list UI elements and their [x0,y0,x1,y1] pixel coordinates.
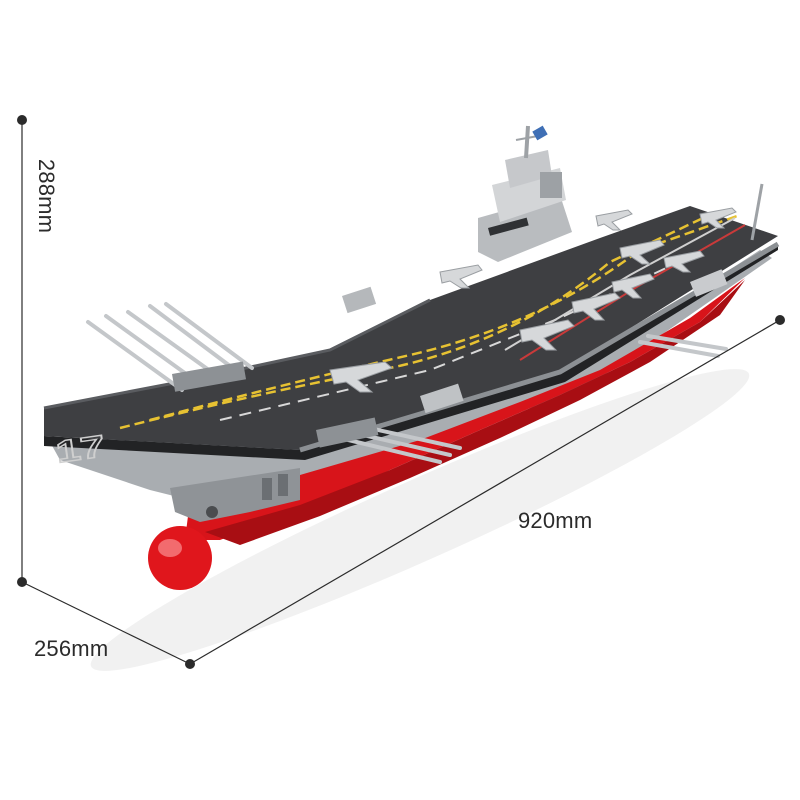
stbd-barrel-1 [338,436,442,464]
jet-2 [519,319,575,351]
gun-barrel-5 [164,302,254,370]
hull-red [185,278,745,540]
length-label: 920mm [518,508,593,533]
stbd-mount-base [316,417,379,448]
island-radar [540,172,562,198]
jet-9 [699,207,737,229]
gun-mount-base [172,361,247,392]
mast-flag [532,125,548,141]
dimension-endpoints [17,115,785,669]
jet-7 [439,264,483,289]
mast [524,125,530,159]
side-sponson-2 [690,269,728,297]
deck-hull-number: 17 [54,429,107,470]
side-sponson-1 [420,383,464,414]
width-label: 256mm [34,636,109,661]
stbd-barrel-5 [646,334,728,351]
width-dimension-line [21,581,191,665]
island [478,125,572,262]
hull-red-shade [205,280,745,545]
deck-surface [44,206,778,450]
ski-jump-edge [43,298,431,410]
jet-6 [663,250,705,273]
floor-shadow [90,369,750,671]
island-windows [488,217,529,236]
side-sponson-3 [342,286,377,314]
jet-8 [595,209,633,231]
stbd-barrel-4 [638,340,720,358]
aircraft-group [329,207,737,393]
jet-1 [329,361,393,393]
dimension-dot-right [775,315,785,325]
gun-barrel-3 [126,310,222,380]
dimension-dot-top [17,115,27,125]
bulbous-bow-highlight [158,539,182,557]
stern-antenna [750,183,764,241]
mast-yard [515,135,539,141]
dimension-dot-corner-bottom [185,659,195,669]
hull-vent-1 [262,478,272,500]
height-label: 288mm [34,158,59,234]
takeoff-line-2 [149,213,741,422]
center-line [219,251,701,421]
jet-5 [619,239,665,265]
dimension-dot-corner-left [17,577,27,587]
hull-vent-2 [278,474,288,496]
jet-4 [611,273,655,299]
bulbous-bow [148,526,212,590]
gun-barrel-1 [86,320,184,392]
bow-anchor [206,506,218,518]
length-dimension-line [189,319,781,665]
gun-barrel-4 [148,304,240,374]
jet-3 [571,292,621,321]
dimension-lines [21,120,781,665]
